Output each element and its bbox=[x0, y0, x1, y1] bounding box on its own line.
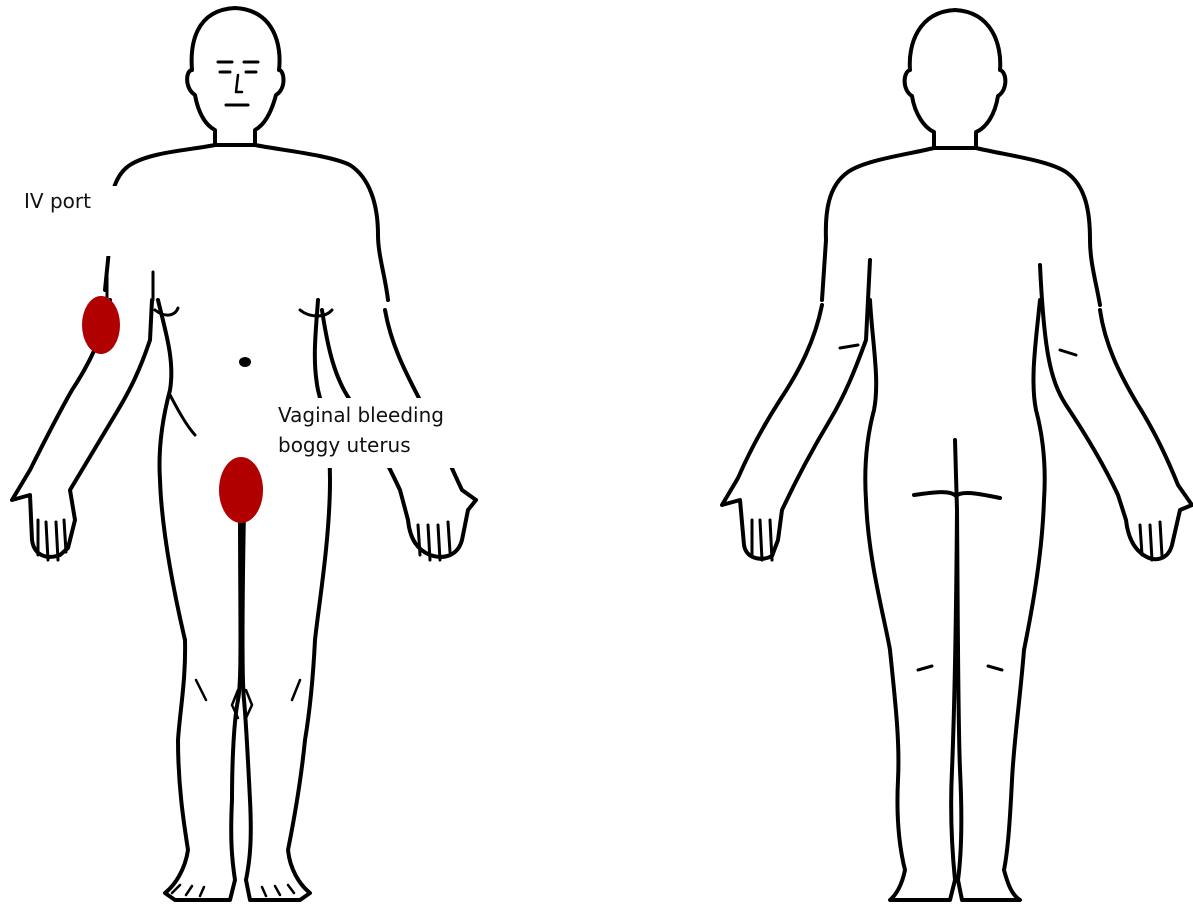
iv-port-marker bbox=[82, 296, 120, 354]
back-left-shoulder bbox=[822, 148, 934, 300]
front-knee-details bbox=[196, 680, 300, 718]
back-left-leg bbox=[890, 510, 957, 900]
back-right-leg bbox=[957, 510, 1024, 900]
front-left-torso bbox=[158, 300, 185, 640]
back-buttocks bbox=[914, 440, 1000, 510]
back-left-arm bbox=[722, 260, 870, 559]
front-chest-line bbox=[155, 308, 332, 316]
back-right-fingers bbox=[1140, 522, 1162, 560]
back-figure bbox=[722, 10, 1192, 900]
back-right-shoulder bbox=[976, 148, 1100, 305]
front-navel bbox=[241, 359, 249, 365]
back-left-torso bbox=[865, 300, 890, 650]
front-head bbox=[187, 8, 283, 145]
back-right-torso bbox=[1024, 300, 1045, 650]
front-left-leg bbox=[165, 510, 241, 900]
iv-port-label: IV port bbox=[20, 186, 174, 256]
front-hip-crease bbox=[170, 395, 195, 435]
vaginal-bleeding-label: Vaginal bleeding boggy uterus bbox=[272, 398, 484, 468]
front-left-arm bbox=[12, 300, 152, 557]
back-right-arm bbox=[1040, 265, 1192, 559]
iv-port-label-line: IV port bbox=[24, 186, 164, 216]
front-right-leg bbox=[243, 510, 316, 900]
vaginal-label-line-2: boggy uterus bbox=[278, 430, 444, 460]
vaginal-label-line-1: Vaginal bleeding bbox=[278, 400, 444, 430]
front-nose bbox=[236, 75, 242, 92]
back-left-fingers bbox=[752, 520, 772, 560]
back-head bbox=[905, 10, 1006, 148]
vaginal-marker bbox=[219, 457, 263, 523]
front-right-shoulder bbox=[255, 145, 388, 300]
